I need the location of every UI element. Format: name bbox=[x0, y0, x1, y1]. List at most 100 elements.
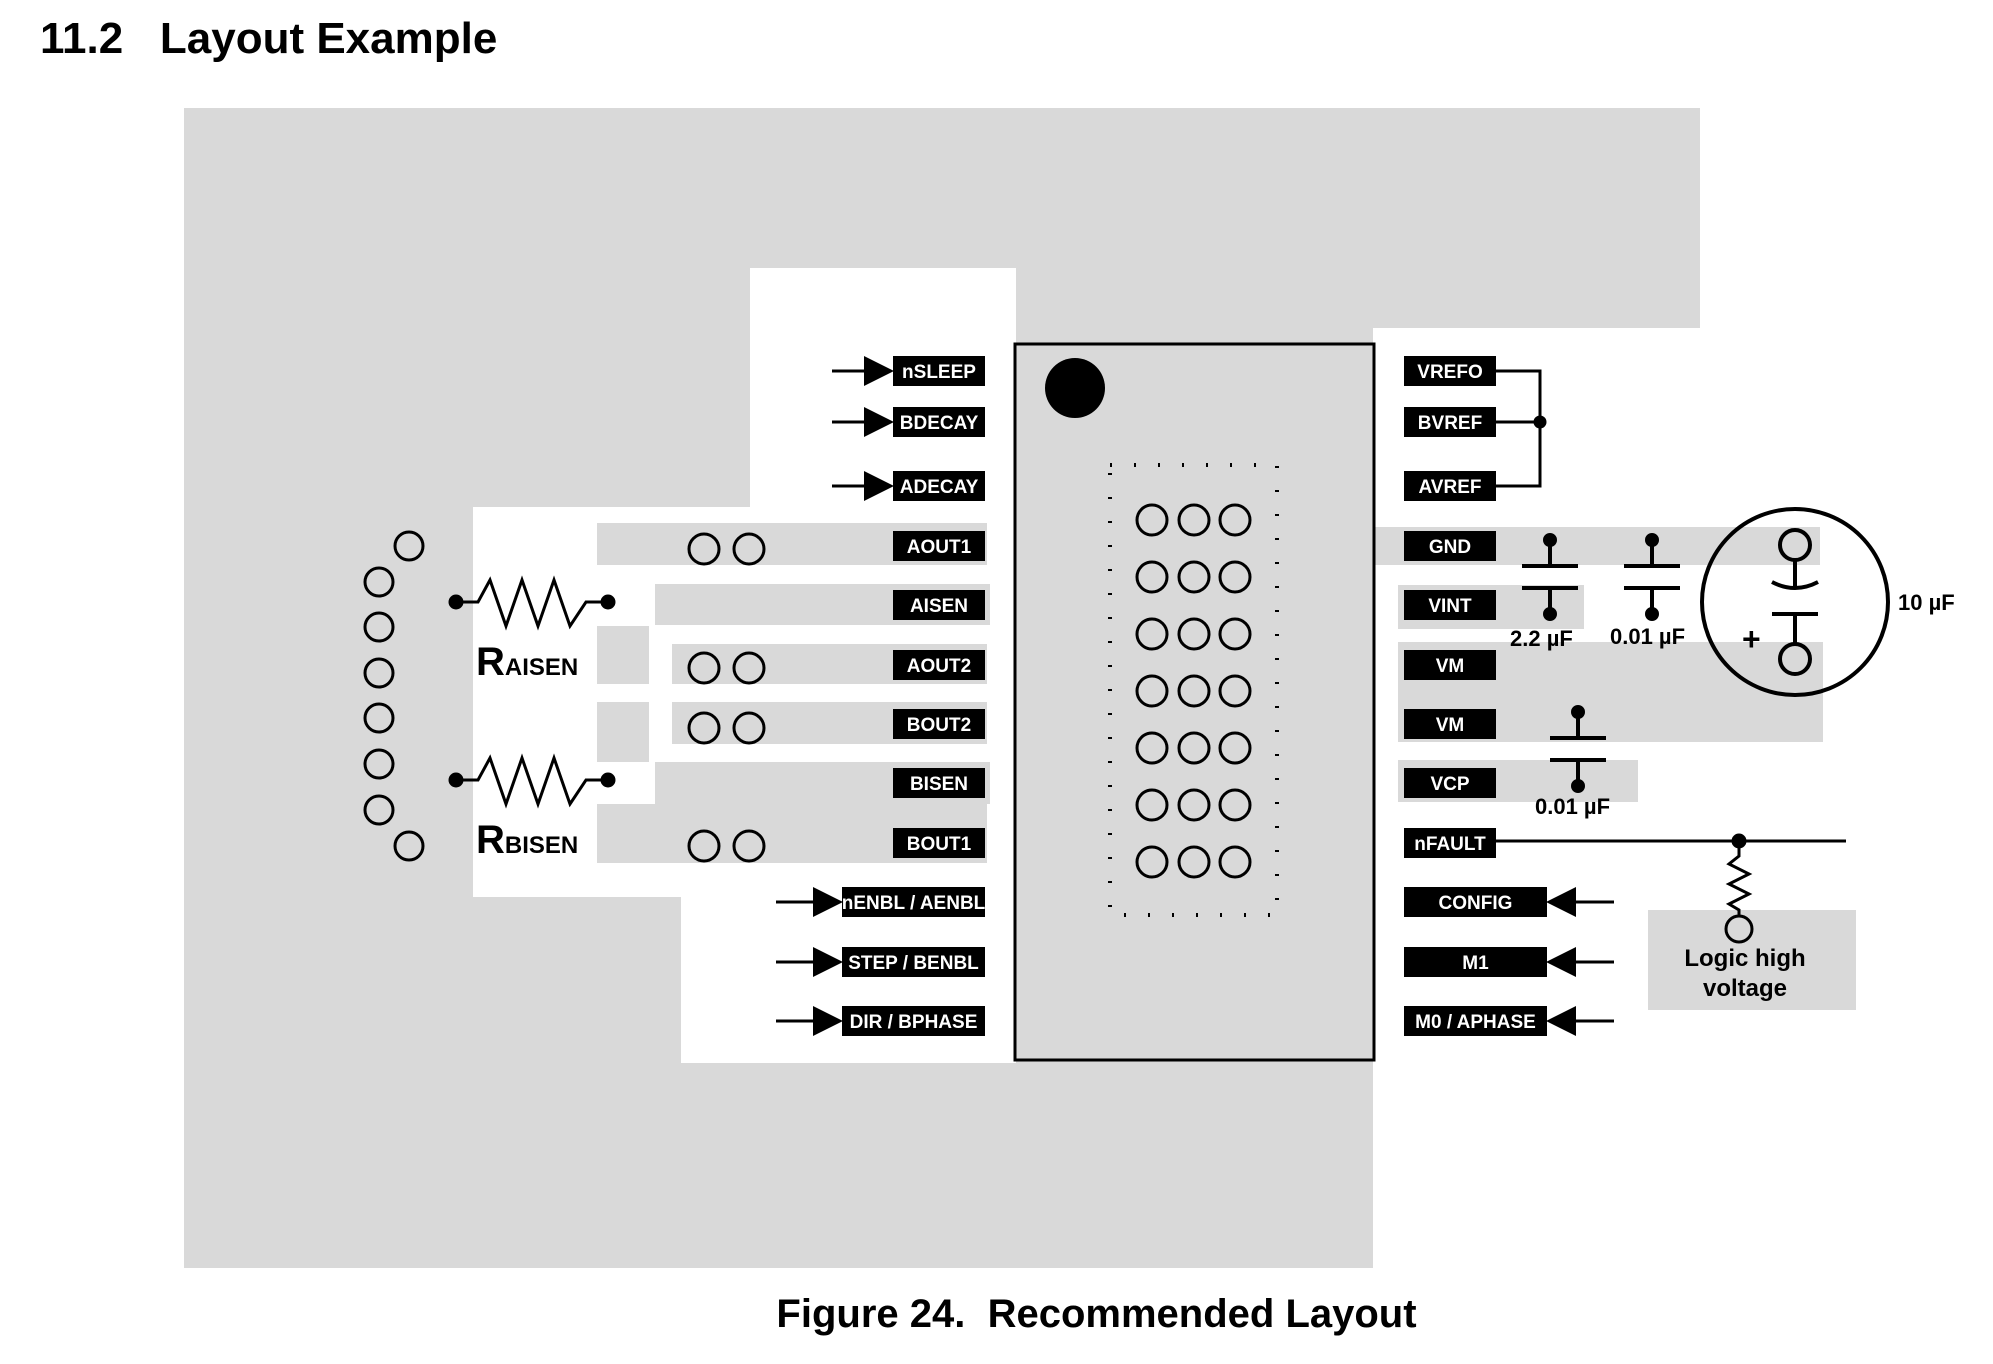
pin-label: VM bbox=[1436, 656, 1465, 677]
pin-m0-aphase-right: M0 / APHASE bbox=[1404, 1006, 1614, 1036]
capacitor-2-2uf bbox=[1522, 533, 1578, 621]
thermal-via bbox=[1135, 617, 1169, 651]
via bbox=[363, 611, 395, 643]
thermal-via bbox=[1218, 845, 1252, 879]
thermal-via bbox=[1177, 731, 1211, 765]
pin-label: BOUT1 bbox=[907, 834, 972, 855]
pin-label: CONFIG bbox=[1439, 893, 1513, 914]
via bbox=[363, 748, 395, 780]
pin-adecay-left: ADECAY bbox=[832, 471, 985, 501]
pin-aout1-left: AOUT1 bbox=[893, 531, 985, 561]
resistor-aisen-sub: AISEN bbox=[505, 654, 578, 681]
left-pin-labels: nSLEEPBDECAYADECAYAOUT1AISENAOUT2BOUT2BI… bbox=[776, 356, 986, 1036]
thermal-via bbox=[1177, 674, 1211, 708]
pin-vcp-right: VCP bbox=[1404, 768, 1496, 798]
trace-via bbox=[687, 829, 721, 863]
thermal-via bbox=[1218, 788, 1252, 822]
thermal-via bbox=[1135, 674, 1169, 708]
pin-bout1-left: BOUT1 bbox=[893, 828, 985, 858]
trace-bisen-link bbox=[597, 702, 649, 762]
svg-text:+: + bbox=[1742, 621, 1761, 657]
pin-vint-right: VINT bbox=[1404, 590, 1496, 620]
trace-via bbox=[732, 711, 766, 745]
trace-via bbox=[732, 532, 766, 566]
capacitor-0-01uf-a bbox=[1624, 533, 1680, 621]
capacitor-2-2uf-label: 2.2 µF bbox=[1510, 626, 1573, 651]
pin-aout2-left: AOUT2 bbox=[893, 650, 985, 680]
via bbox=[393, 530, 425, 562]
pin-label: AOUT1 bbox=[907, 537, 972, 558]
via bbox=[363, 702, 395, 734]
pin-label: M1 bbox=[1462, 953, 1489, 974]
pin-step-benbl-left: STEP / BENBL bbox=[776, 947, 985, 977]
pin-gnd-right: GND bbox=[1404, 531, 1496, 561]
trace-aisen-link bbox=[597, 626, 649, 684]
thermal-via bbox=[1135, 845, 1169, 879]
pin-bvref-right: BVREF bbox=[1404, 407, 1496, 437]
pin-label: M0 / APHASE bbox=[1415, 1012, 1536, 1033]
pin-nenbl-aenbl-left: nENBL / AENBL bbox=[776, 887, 986, 917]
thermal-vias bbox=[1135, 503, 1252, 879]
pin-m1-right: M1 bbox=[1404, 947, 1614, 977]
pin-bout2-left: BOUT2 bbox=[893, 709, 985, 739]
thermal-via bbox=[1177, 845, 1211, 879]
resistor-aisen-label: RAISEN bbox=[476, 640, 578, 684]
thermal-via bbox=[1218, 731, 1252, 765]
pin-label: VREFO bbox=[1417, 362, 1482, 383]
pin-label: nSLEEP bbox=[902, 362, 976, 383]
pin-label: nENBL / AENBL bbox=[842, 893, 986, 914]
pin-label: AOUT2 bbox=[907, 656, 971, 677]
thermal-via bbox=[1218, 560, 1252, 594]
pin-label: BVREF bbox=[1418, 413, 1482, 434]
pin-bdecay-left: BDECAY bbox=[832, 407, 985, 437]
ground-plane bbox=[184, 100, 1793, 1278]
trace-via bbox=[732, 829, 766, 863]
capacitor-0-01uf-b-label: 0.01 µF bbox=[1535, 794, 1610, 819]
trace-via bbox=[732, 651, 766, 685]
resistor-bisen-sub: BISEN bbox=[505, 832, 578, 859]
thermal-via bbox=[1218, 617, 1252, 651]
pullup-label-line1: Logic high bbox=[1684, 945, 1805, 972]
via bbox=[363, 566, 395, 598]
pin-dir-bphase-left: DIR / BPHASE bbox=[776, 1006, 985, 1036]
trace-via bbox=[687, 711, 721, 745]
pin-label: AISEN bbox=[910, 596, 968, 617]
pin-label: BDECAY bbox=[900, 413, 979, 434]
thermal-via bbox=[1135, 503, 1169, 537]
svg-text:RBISEN: RBISEN bbox=[476, 818, 578, 862]
thermal-via bbox=[1135, 731, 1169, 765]
via bbox=[363, 657, 395, 689]
via-column bbox=[363, 530, 425, 862]
resistor-bisen-main: R bbox=[476, 818, 505, 862]
pullup-label-line2: voltage bbox=[1703, 975, 1787, 1002]
right-pin-labels: VREFOBVREFAVREFGNDVINTVMVMVCPnFAULTCONFI… bbox=[1404, 356, 1614, 1036]
via bbox=[393, 830, 425, 862]
trace-via bbox=[687, 651, 721, 685]
section-heading: 11.2 Layout Example bbox=[40, 14, 498, 63]
figure-caption: Figure 24. Recommended Layout bbox=[776, 1292, 1417, 1336]
pin-avref-right: AVREF bbox=[1404, 471, 1496, 501]
resistor-aisen-main: R bbox=[476, 640, 505, 684]
pin1-marker bbox=[1045, 358, 1105, 418]
pin-label: VINT bbox=[1428, 596, 1472, 617]
pin-vrefo-right: VREFO bbox=[1404, 356, 1496, 386]
capacitor-10uf-label: 10 µF bbox=[1898, 590, 1955, 615]
thermal-via bbox=[1135, 560, 1169, 594]
pin-nsleep-left: nSLEEP bbox=[832, 356, 985, 386]
pin-vm-right: VM bbox=[1404, 650, 1496, 680]
pin-label: nFAULT bbox=[1414, 834, 1486, 855]
pin-label: VCP bbox=[1430, 774, 1469, 795]
thermal-via bbox=[1218, 503, 1252, 537]
thermal-via bbox=[1135, 788, 1169, 822]
svg-text:RAISEN: RAISEN bbox=[476, 640, 578, 684]
resistor-bisen bbox=[448, 753, 616, 809]
vref-tie-wire bbox=[1490, 369, 1547, 488]
via bbox=[363, 794, 395, 826]
pin-label: BOUT2 bbox=[907, 715, 971, 736]
thermal-via bbox=[1177, 560, 1211, 594]
driver-ic bbox=[1013, 342, 1376, 1062]
capacitor-0-01uf-b bbox=[1550, 705, 1606, 793]
thermal-pad-outline bbox=[1108, 463, 1279, 917]
pin-label: ADECAY bbox=[900, 477, 979, 498]
